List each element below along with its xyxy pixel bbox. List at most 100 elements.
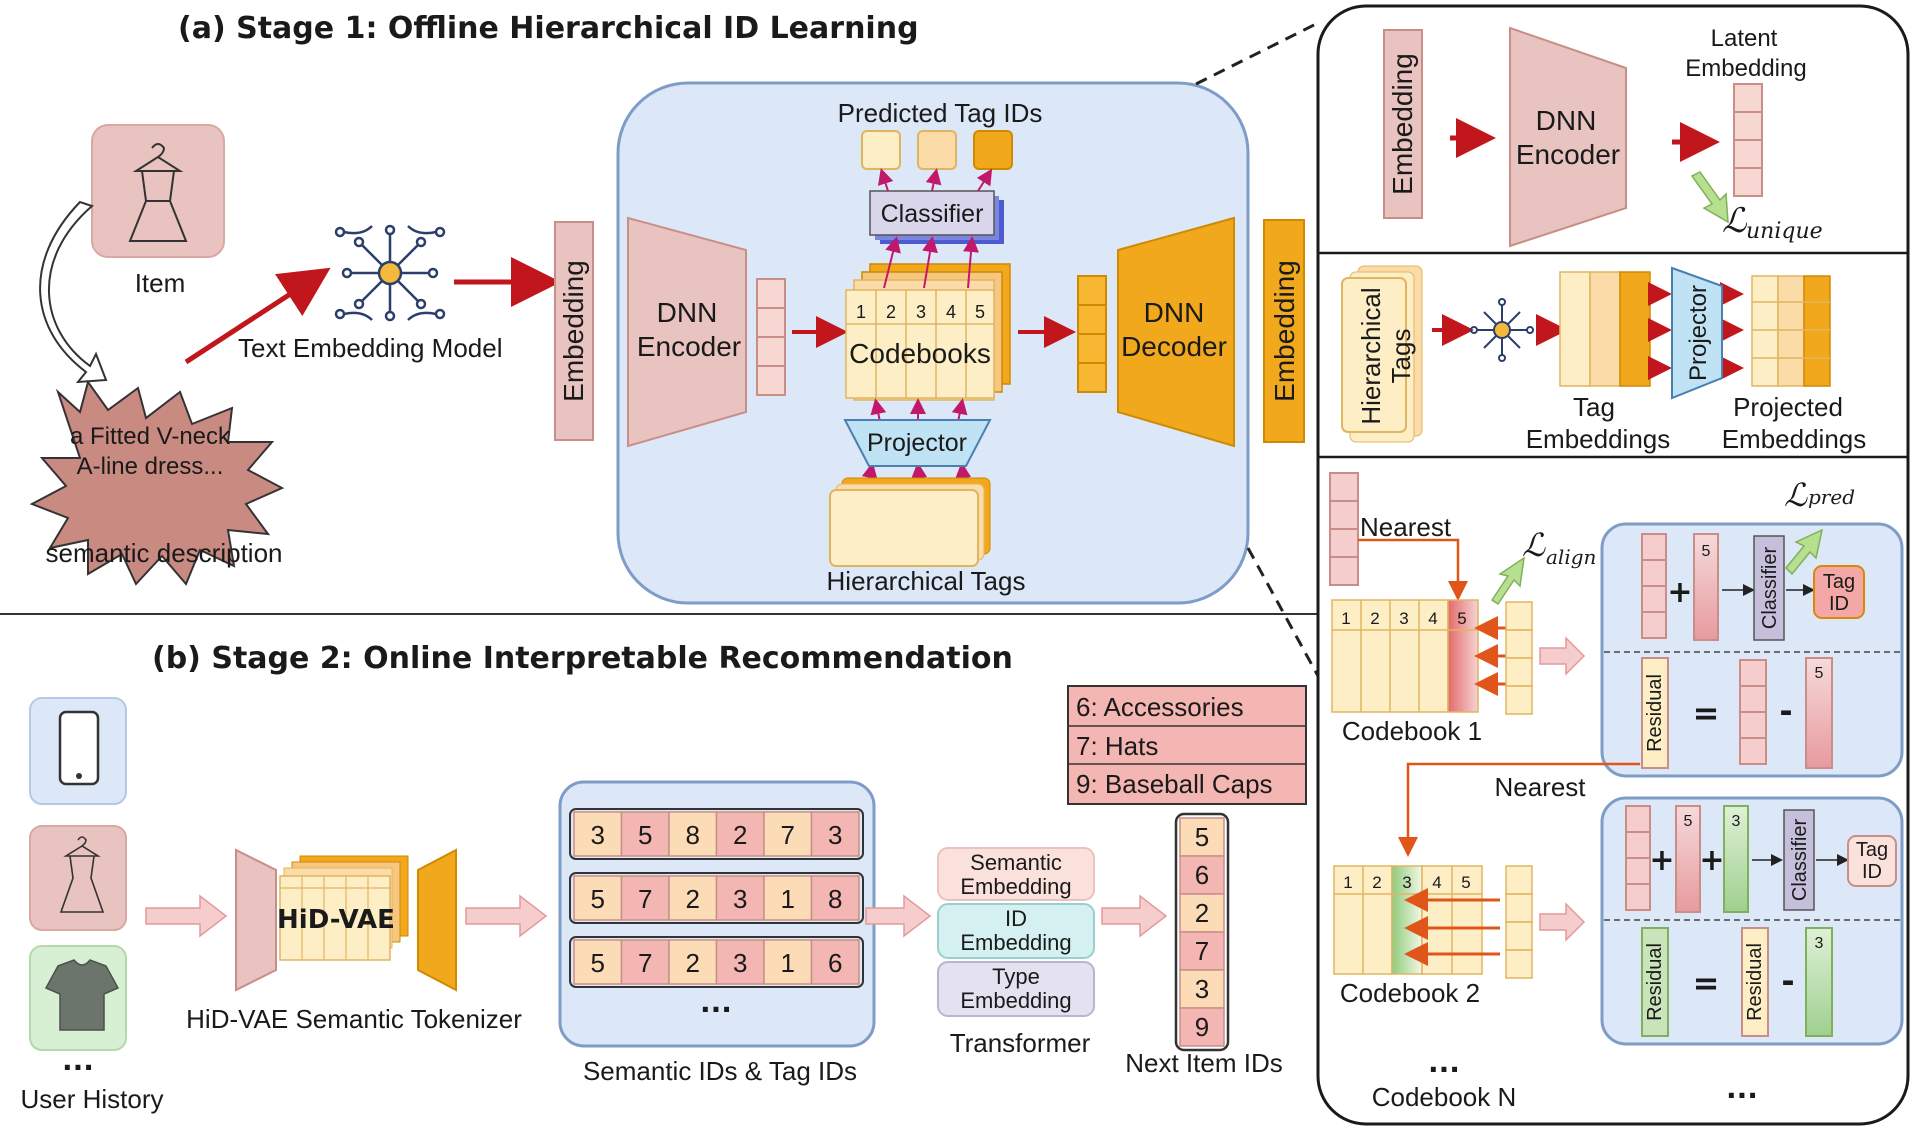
codebooks-stack	[845, 263, 1011, 401]
tag-legend-3: 9: Baseball Caps	[1076, 769, 1273, 799]
nearest-arrow-2	[1398, 762, 1640, 857]
classifier-label-detail-2: Classifier	[1789, 819, 1811, 902]
detail-hier-tags-line1: Hierarchical	[1356, 287, 1386, 424]
minus-sign-2: -	[1781, 962, 1794, 1000]
item-label: Item	[135, 268, 186, 298]
codebookN-label: Codebook N	[1372, 1082, 1517, 1112]
dnn-decoder-trapezoid	[1117, 216, 1235, 448]
arrow-to-text-model	[184, 267, 331, 365]
detail-embedding-label: Embedding	[1387, 53, 1418, 195]
id-cell	[573, 875, 623, 921]
codebook-index-5: 5	[975, 302, 985, 322]
id-cell-value: 2	[686, 884, 700, 914]
next-id-value: 9	[1195, 1012, 1209, 1042]
projected-embeddings-block	[1751, 275, 1831, 387]
id-cell-value: 7	[781, 820, 795, 850]
projector-label: Projector	[867, 429, 967, 457]
loss-align-arrow	[1490, 556, 1525, 606]
next-id-value: 6	[1195, 860, 1209, 890]
residual-label-1: Residual	[1644, 674, 1666, 752]
detail-dnn-line2: Encoder	[1516, 139, 1620, 170]
id-cell-value: 6	[828, 948, 842, 978]
proj-emb-line1: Projected	[1733, 392, 1843, 422]
tag-id-box-2	[1847, 835, 1897, 887]
next-item-label: Next Item IDs	[1125, 1048, 1282, 1078]
id-cell-value: 5	[591, 884, 605, 914]
description-cloud	[29, 379, 285, 586]
detail-dnn-encoder	[1509, 26, 1627, 248]
cb1-index-2: 2	[1370, 609, 1379, 628]
embedding-bar	[554, 221, 594, 441]
id-cell-value: 7	[638, 948, 652, 978]
ids-ellipsis: ...	[700, 986, 732, 1019]
loss-align-symbol: ℒ	[1522, 526, 1546, 564]
id-emb-line1: ID	[1005, 906, 1027, 931]
stage1-title: (a) Stage 1: Offline Hierarchical ID Lea…	[178, 11, 919, 46]
equals-sign-2: =	[1693, 964, 1720, 1002]
residual-label-3: Residual	[1744, 943, 1766, 1021]
id-cell-value: 3	[733, 884, 747, 914]
user-history-label: User History	[20, 1084, 163, 1114]
cb2-index-1: 1	[1343, 873, 1352, 892]
tokenizer-codebooks	[279, 855, 409, 961]
id-cell-value: 2	[686, 948, 700, 978]
id-cell-value: 1	[781, 948, 795, 978]
history-ellipsis: ...	[62, 1044, 94, 1077]
cb1-lookup-arrows	[1474, 616, 1506, 696]
dnn-decoder-line1: DNN	[1144, 297, 1205, 328]
id-cell	[715, 875, 765, 921]
query-vector	[1329, 472, 1359, 586]
codebook1-grid	[1331, 599, 1479, 713]
dnn-encoder-trapezoid	[627, 216, 747, 448]
id-cell	[668, 875, 718, 921]
id-cell-value: 5	[591, 948, 605, 978]
next-id-cell	[1179, 893, 1225, 933]
tag-id-2-line2: ID	[1862, 861, 1882, 883]
id-cell	[668, 939, 718, 985]
detail-latent-vector	[1733, 83, 1763, 197]
description-line1: a Fitted V-neck	[70, 423, 231, 450]
tag-id-2-line1: Tag	[1856, 839, 1888, 861]
plus-sign-3: +	[1699, 843, 1724, 878]
plus-sign-2: +	[1649, 843, 1674, 878]
classifier-label: Classifier	[881, 200, 984, 228]
loss-align-sub: align	[1546, 545, 1596, 569]
next-id-cell	[1179, 931, 1225, 971]
pink-arrow-2	[1539, 902, 1586, 942]
tag-emb-line1: Tag	[1573, 392, 1615, 422]
tag-id-1-line2: ID	[1829, 593, 1849, 615]
type-embedding-box	[937, 961, 1095, 1017]
id-cell-value: 3	[828, 820, 842, 850]
proj-emb-line2: Embeddings	[1722, 424, 1867, 454]
zoom-line-top	[1195, 20, 1321, 86]
pink-arrow-history	[145, 894, 228, 938]
loss-pred-sub: pred	[1808, 485, 1855, 509]
detail-projector	[1671, 266, 1723, 400]
id-cell-value: 8	[686, 820, 700, 850]
text-embedding-model-icon	[334, 224, 446, 322]
phone-icon	[58, 710, 100, 786]
codebook-ellipsis: ...	[1428, 1046, 1460, 1079]
detail-projector-label: Projector	[1685, 285, 1712, 381]
id-cell	[620, 939, 670, 985]
dnn-decoder-line2: Decoder	[1121, 331, 1227, 362]
idx-3-b: 3	[1815, 935, 1824, 952]
decoder-input-vector	[1077, 275, 1107, 393]
idx-5-b: 5	[1815, 665, 1824, 682]
next-id-cell	[1179, 1007, 1225, 1047]
hierarchical-tags-stack	[829, 489, 979, 567]
id-cell-value: 5	[638, 820, 652, 850]
next-id-value: 3	[1195, 974, 1209, 1004]
id-cell	[810, 811, 860, 857]
loss-unique-symbol: ℒ	[1722, 201, 1748, 241]
id-cell	[810, 939, 860, 985]
residual-label-2: Residual	[1644, 943, 1666, 1021]
classifier-box	[869, 190, 995, 236]
codebook-index-1: 1	[856, 302, 866, 322]
cb1-input-vector	[1505, 601, 1533, 715]
tokenizer-encoder	[235, 848, 277, 992]
